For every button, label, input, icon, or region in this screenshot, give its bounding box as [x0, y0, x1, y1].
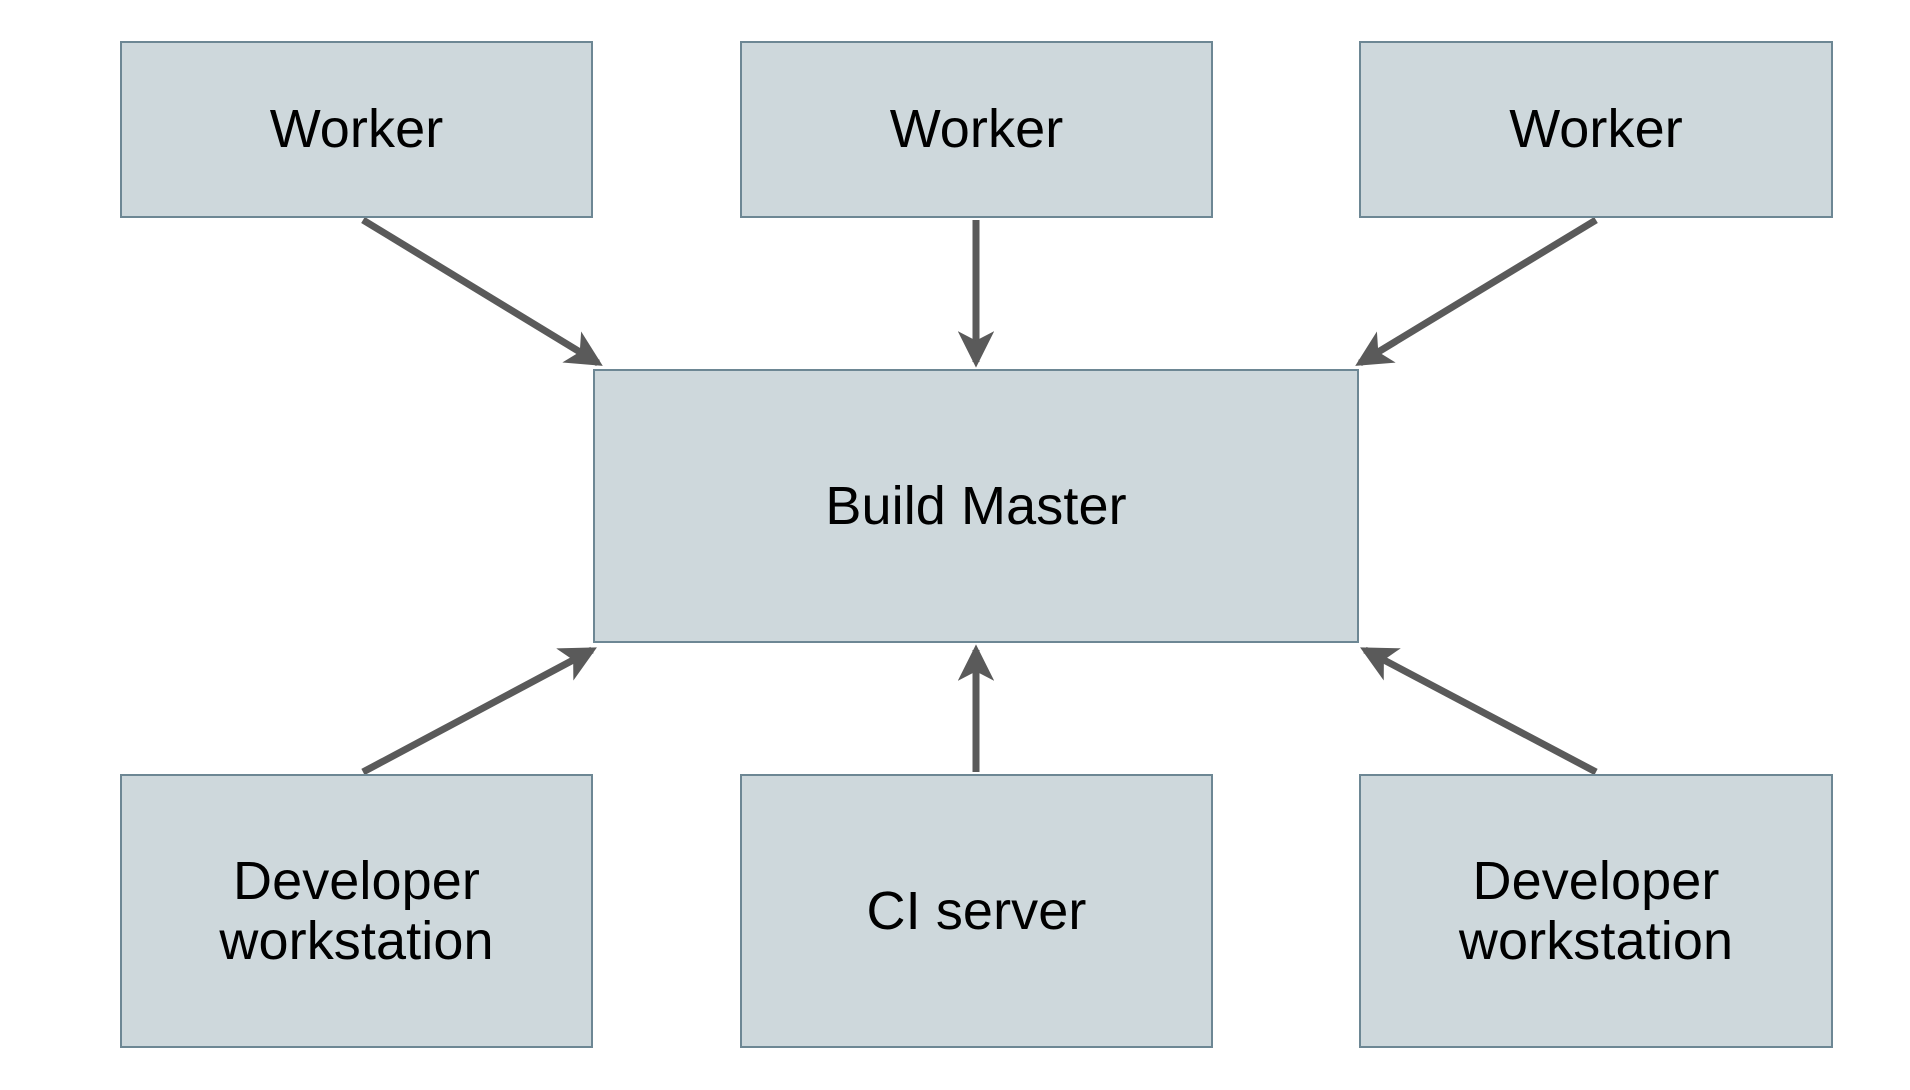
node-developer-workstation-1[interactable]: Developer workstation [120, 774, 593, 1048]
node-worker-3[interactable]: Worker [1359, 41, 1833, 218]
node-build-master[interactable]: Build Master [593, 369, 1359, 643]
node-worker-1-label: Worker [269, 99, 444, 160]
edge-dev-2-to-build-master [1360, 646, 1598, 776]
node-developer-workstation-2[interactable]: Developer workstation [1359, 774, 1833, 1048]
node-developer-workstation-2-label: Developer workstation [1458, 850, 1734, 971]
node-build-master-label: Build Master [825, 475, 1127, 536]
node-developer-workstation-1-label: Developer workstation [219, 850, 494, 971]
node-worker-1[interactable]: Worker [120, 41, 593, 218]
edge-worker-1-to-build-master [361, 217, 603, 366]
edge-dev-1-to-build-master [361, 646, 597, 776]
node-worker-2-label: Worker [889, 99, 1064, 160]
node-worker-2[interactable]: Worker [740, 41, 1213, 218]
node-ci-server-label: CI server [866, 880, 1087, 941]
node-ci-server[interactable]: CI server [740, 774, 1213, 1048]
node-worker-3-label: Worker [1509, 99, 1683, 160]
edge-worker-3-to-build-master [1355, 217, 1598, 366]
